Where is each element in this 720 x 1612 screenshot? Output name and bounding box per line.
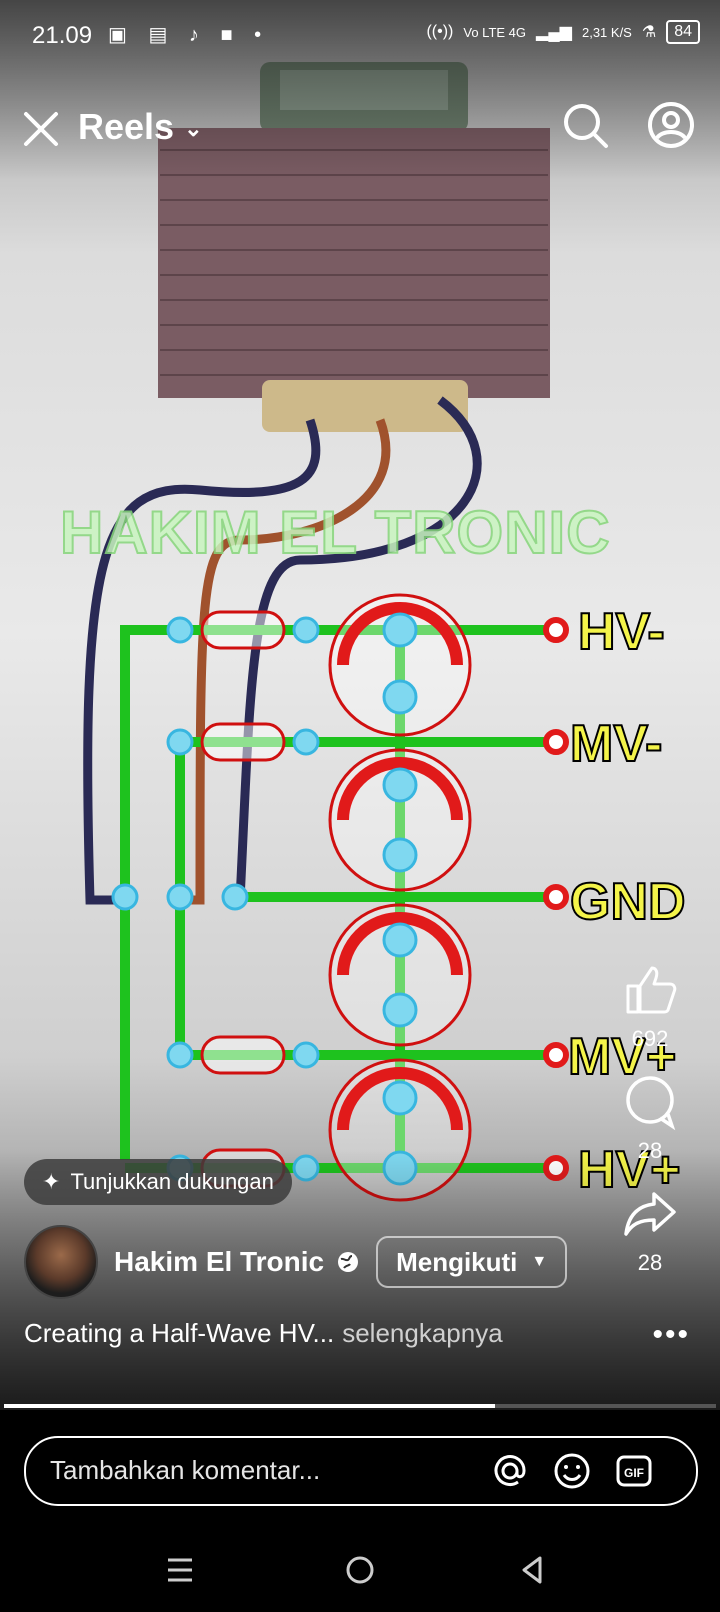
status-right: ((•)) Vo LTE 4G ▂▄▆ 2,31 K/S ⚗ 84 bbox=[426, 20, 700, 44]
sparkle-icon: ✦ bbox=[42, 1169, 61, 1194]
label-mv-plus: MV+ bbox=[567, 1027, 677, 1087]
status-bar: 21.09 ▣ ▤ ♪ ■ • ((•)) Vo LTE 4G ▂▄▆ 2,31… bbox=[0, 0, 720, 72]
search-icon[interactable] bbox=[560, 100, 610, 150]
support-chip[interactable]: ✦ Tunjukkan dukungan bbox=[24, 1159, 292, 1205]
video-progress-bar[interactable] bbox=[4, 1404, 716, 1408]
close-icon[interactable] bbox=[20, 108, 62, 150]
signal-icon: ▂▄▆ bbox=[536, 24, 572, 41]
reels-header: Reels ⌄ bbox=[0, 100, 720, 160]
video-progress-fill bbox=[4, 1404, 496, 1408]
page-title: Reels bbox=[78, 106, 175, 147]
comment-count: 28 bbox=[637, 1138, 663, 1163]
support-label: Tunjukkan dukungan bbox=[70, 1169, 274, 1194]
like-icon[interactable] bbox=[620, 960, 680, 1020]
author-name[interactable]: Hakim El Tronic bbox=[114, 1246, 325, 1277]
watermark-text: HAKIM EL TRONIC bbox=[59, 498, 611, 567]
system-nav-bar bbox=[0, 1530, 720, 1612]
label-hv-minus: HV- bbox=[577, 602, 666, 662]
chevron-down-icon: ⌄ bbox=[184, 116, 203, 141]
svg-text:GIF: GIF bbox=[624, 1466, 644, 1480]
caption[interactable]: Creating a Half-Wave HV... selengkapnya bbox=[24, 1318, 503, 1349]
battery-icon: 84 bbox=[666, 20, 700, 44]
gif-icon[interactable]: GIF bbox=[614, 1451, 654, 1491]
back-icon[interactable] bbox=[512, 1550, 552, 1590]
at-icon[interactable] bbox=[490, 1451, 530, 1491]
menu-icon[interactable] bbox=[160, 1550, 200, 1590]
more-options-icon[interactable]: ••• bbox=[652, 1318, 690, 1351]
label-mv-minus: MV- bbox=[569, 714, 663, 774]
reels-title-dropdown[interactable]: Reels ⌄ bbox=[78, 106, 203, 148]
comment-icon[interactable] bbox=[620, 1072, 680, 1132]
caption-text: Creating a Half-Wave HV... bbox=[24, 1318, 335, 1348]
top-shade bbox=[0, 0, 720, 180]
flask-icon: ⚗ bbox=[641, 24, 657, 41]
chevron-down-icon: ▼ bbox=[531, 1253, 548, 1270]
share-count: 28 bbox=[637, 1250, 663, 1275]
like-count: 692 bbox=[631, 1026, 669, 1051]
author-row: Hakim El Tronic Mengikuti ▼ bbox=[24, 1225, 568, 1299]
side-actions: 692 28 28 bbox=[610, 960, 690, 1296]
comment-placeholder: Tambahkan komentar... bbox=[50, 1455, 321, 1485]
speed-label: 2,31 K/S bbox=[581, 24, 632, 40]
network-label: Vo LTE 4G bbox=[463, 24, 527, 40]
caption-more-link[interactable]: selengkapnya bbox=[342, 1318, 503, 1348]
label-gnd: GND bbox=[569, 872, 687, 932]
avatar[interactable] bbox=[24, 1225, 98, 1299]
emoji-icon[interactable] bbox=[552, 1451, 592, 1491]
follow-label: Mengikuti bbox=[396, 1246, 518, 1277]
home-icon[interactable] bbox=[340, 1550, 380, 1590]
share-icon[interactable] bbox=[620, 1184, 680, 1244]
globe-icon bbox=[338, 1252, 359, 1272]
hotspot-icon: ((•)) bbox=[426, 23, 454, 40]
profile-icon[interactable] bbox=[646, 100, 696, 150]
comment-input[interactable]: Tambahkan komentar... GIF bbox=[24, 1436, 698, 1506]
status-time: 21.09 bbox=[32, 22, 93, 49]
notification-icons: ▣ ▤ ♪ ■ • bbox=[108, 24, 270, 46]
follow-button[interactable]: Mengikuti ▼ bbox=[376, 1236, 568, 1288]
